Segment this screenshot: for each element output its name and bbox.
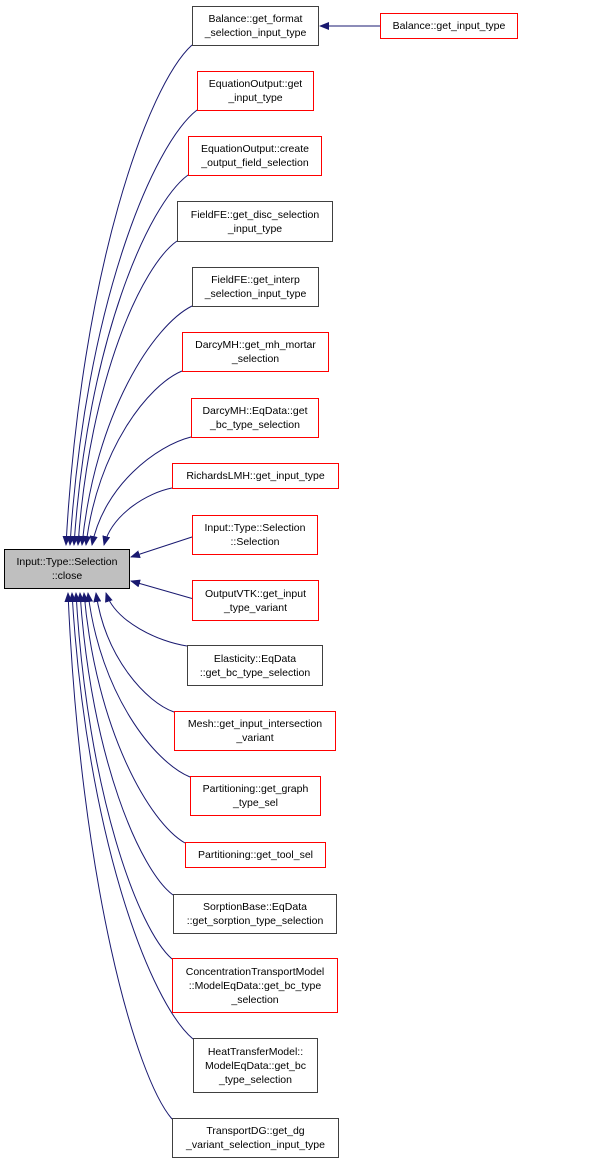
- caller-node-part-tool[interactable]: Partitioning::get_tool_sel: [185, 842, 326, 868]
- caller-node-richards[interactable]: RichardsLMH::get_input_type: [172, 463, 339, 489]
- caller-node-sorption[interactable]: SorptionBase::EqData::get_sorption_type_…: [173, 894, 337, 934]
- node-label-line: Input::Type::Selection: [16, 556, 118, 568]
- caller-node-dmh-mortar[interactable]: DarcyMH::get_mh_mortar_selection: [182, 332, 329, 372]
- call-edge-part-graph: [85, 592, 191, 778]
- caller-node-eo-get[interactable]: EquationOutput::get_input_type: [197, 71, 314, 111]
- caller-node-vtk[interactable]: OutputVTK::get_input_type_variant: [192, 580, 319, 621]
- node-label-line: Partitioning::get_tool_sel: [198, 849, 313, 861]
- node-label-line: Partitioning::get_graph: [202, 783, 309, 795]
- node-label-line: TransportDG::get_dg: [206, 1125, 305, 1137]
- caller-node-sel-ctor[interactable]: Input::Type::Selection::Selection: [192, 515, 318, 555]
- caller-node-mesh[interactable]: Mesh::get_input_intersection_variant: [174, 711, 336, 751]
- node-label-line: _variant: [236, 732, 274, 744]
- node-label-line: _input_type: [228, 92, 283, 104]
- node-label-line: ModelEqData::get_bc: [205, 1059, 306, 1072]
- node-label-line: ::ModelEqData::get_bc_type: [188, 979, 322, 992]
- call-edge-bal-fmt: [62, 44, 193, 546]
- node-label-line: EquationOutput::get: [208, 78, 303, 90]
- node-label-line: FieldFE::get_interp: [211, 274, 300, 286]
- node-label-line: _output_field_selection: [201, 157, 309, 169]
- node-label-line: RichardsLMH::get_input_type: [186, 470, 325, 482]
- call-edge-sel-ctor: [130, 536, 193, 558]
- caller-node-part-graph[interactable]: Partitioning::get_graph_type_sel: [190, 776, 321, 816]
- node-label-line: ::get_bc_type_selection: [199, 666, 311, 679]
- node-label-line: SorptionBase::EqData: [203, 901, 307, 913]
- call-edge-vtk: [130, 579, 193, 599]
- caller-node-dmh-bc[interactable]: DarcyMH::EqData::get_bc_type_selection: [191, 398, 319, 438]
- node-label-line: DarcyMH::get_mh_mortar: [195, 339, 316, 351]
- current-function-node: Input::Type::Selection::close: [4, 549, 130, 589]
- caller-node-ffe-interp[interactable]: FieldFE::get_interp_selection_input_type: [192, 267, 319, 307]
- node-label-line: _selection: [231, 993, 279, 1006]
- call-edge-elast: [105, 592, 188, 647]
- node-label-line: _type_sel: [233, 797, 278, 809]
- node-label-line: _variant_selection_input_type: [186, 1139, 325, 1151]
- call-edge-ffe-interp: [78, 305, 193, 546]
- call-edge-eo-create: [70, 174, 189, 546]
- node-label-line: ::get_sorption_type_selection: [186, 915, 324, 927]
- node-label-line: _selection_input_type: [204, 27, 307, 39]
- node-label-line: HeatTransferModel::: [207, 1045, 304, 1058]
- node-label-line: Input::Type::Selection: [204, 522, 306, 534]
- node-label-line: Balance::get_format: [208, 13, 303, 25]
- node-label-line: FieldFE::get_disc_selection: [190, 208, 320, 221]
- node-label-line: Elasticity::EqData: [213, 652, 297, 665]
- node-label-line: ::close: [51, 570, 83, 582]
- caller-node-conc[interactable]: ConcentrationTransportModel::ModelEqData…: [172, 958, 338, 1013]
- call-edge-conc: [72, 592, 173, 960]
- caller-node-heat[interactable]: HeatTransferModel::ModelEqData::get_bc_t…: [193, 1038, 318, 1093]
- node-label-line: _selection_input_type: [204, 288, 307, 300]
- call-edge-dmh-bc: [89, 436, 192, 546]
- node-label-line: Mesh::get_input_intersection: [187, 718, 323, 730]
- caller-node-ffe-disc[interactable]: FieldFE::get_disc_selection_input_type: [177, 201, 333, 242]
- node-label-line: EquationOutput::create: [201, 143, 309, 155]
- node-label-line: DarcyMH::EqData::get: [202, 405, 308, 417]
- node-label-line: _type_variant: [223, 601, 288, 614]
- caller-node-eo-create[interactable]: EquationOutput::create_output_field_sele…: [188, 136, 322, 176]
- call-edge-ffe-disc: [74, 240, 178, 546]
- node-label-line: _bc_type_selection: [210, 419, 300, 431]
- call-edge-dmh-mortar: [83, 370, 183, 546]
- node-label-line: Balance::get_input_type: [392, 20, 506, 32]
- call-edge-part-tool: [80, 592, 186, 844]
- call-edge-mesh: [93, 592, 175, 713]
- node-label-line: ::Selection: [230, 536, 280, 548]
- call-edge-eo-get: [66, 109, 198, 546]
- call-edge-richards: [102, 487, 173, 546]
- call-edge-tdg: [64, 592, 173, 1120]
- node-label-line: OutputVTK::get_input: [205, 587, 306, 600]
- call-edge-sorption: [76, 592, 174, 896]
- caller-node-bal-in[interactable]: Balance::get_input_type: [380, 13, 518, 39]
- node-label-line: ConcentrationTransportModel: [185, 965, 325, 978]
- caller-node-tdg[interactable]: TransportDG::get_dg_variant_selection_in…: [172, 1118, 339, 1158]
- caller-node-elast[interactable]: Elasticity::EqData::get_bc_type_selectio…: [187, 645, 323, 686]
- caller-node-bal-fmt[interactable]: Balance::get_format_selection_input_type: [192, 6, 319, 46]
- node-label-line: _input_type: [227, 222, 283, 235]
- call-edge-heat: [68, 592, 194, 1040]
- node-label-line: _selection: [231, 353, 280, 365]
- node-label-line: _type_selection: [219, 1073, 292, 1086]
